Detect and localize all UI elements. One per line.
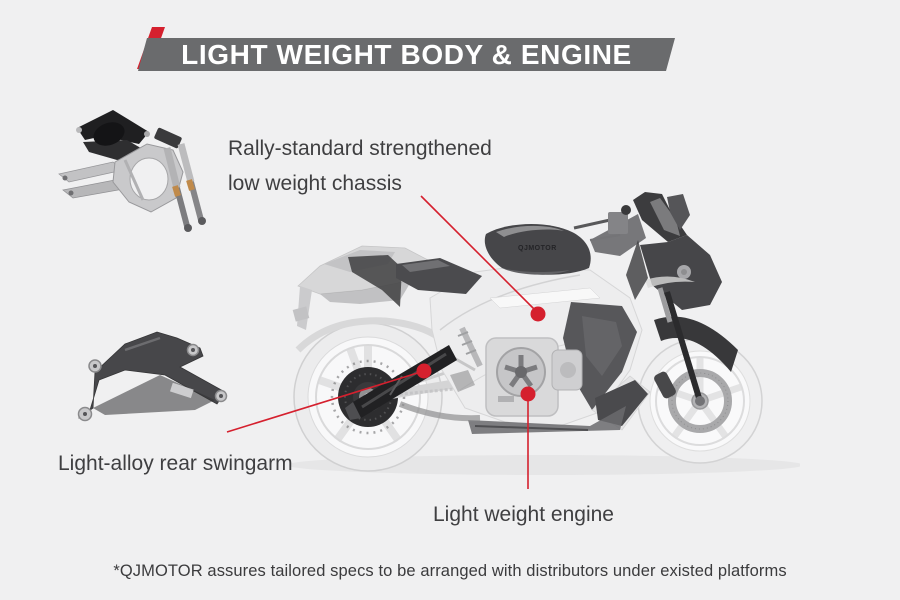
swingarm-callout-label: Light-alloy rear swingarm bbox=[58, 452, 293, 475]
swingarm-part-image bbox=[77, 331, 228, 422]
bike-shadow bbox=[290, 455, 800, 475]
main-frame-silver bbox=[112, 143, 184, 213]
motorcycle-image: QJMOTOR bbox=[290, 192, 800, 475]
lower-cowl-wing bbox=[595, 380, 648, 426]
chassis-part-image bbox=[58, 110, 206, 232]
page-title: LIGHT WEIGHT BODY & ENGINE bbox=[138, 38, 675, 71]
rear-shock bbox=[439, 326, 483, 392]
seat bbox=[396, 258, 482, 294]
front-fender bbox=[654, 316, 738, 372]
front-fairing bbox=[626, 235, 722, 310]
front-brake-caliper bbox=[654, 371, 676, 399]
footer-disclaimer: *QJMOTOR assures tailored specs to be ar… bbox=[113, 562, 787, 580]
chassis-callout-line2: low weight chassis bbox=[228, 172, 402, 195]
chassis-callout-label: Rally-standard strengthened low weight c… bbox=[228, 131, 492, 201]
swingarm-bushings bbox=[77, 343, 228, 422]
engine bbox=[485, 337, 583, 417]
belly-pan bbox=[468, 406, 626, 434]
front-forks bbox=[154, 127, 206, 232]
engine-callout-label: Light weight engine bbox=[433, 503, 614, 526]
handlebar-cluster bbox=[573, 205, 646, 256]
chassis-callout-line1: Rally-standard strengthened bbox=[228, 137, 492, 160]
front-fork bbox=[657, 287, 705, 406]
tail-section bbox=[292, 245, 429, 330]
windscreen bbox=[633, 192, 690, 242]
bike-tank-logo: QJMOTOR bbox=[518, 245, 557, 252]
fuel-tank: QJMOTOR bbox=[484, 223, 591, 275]
